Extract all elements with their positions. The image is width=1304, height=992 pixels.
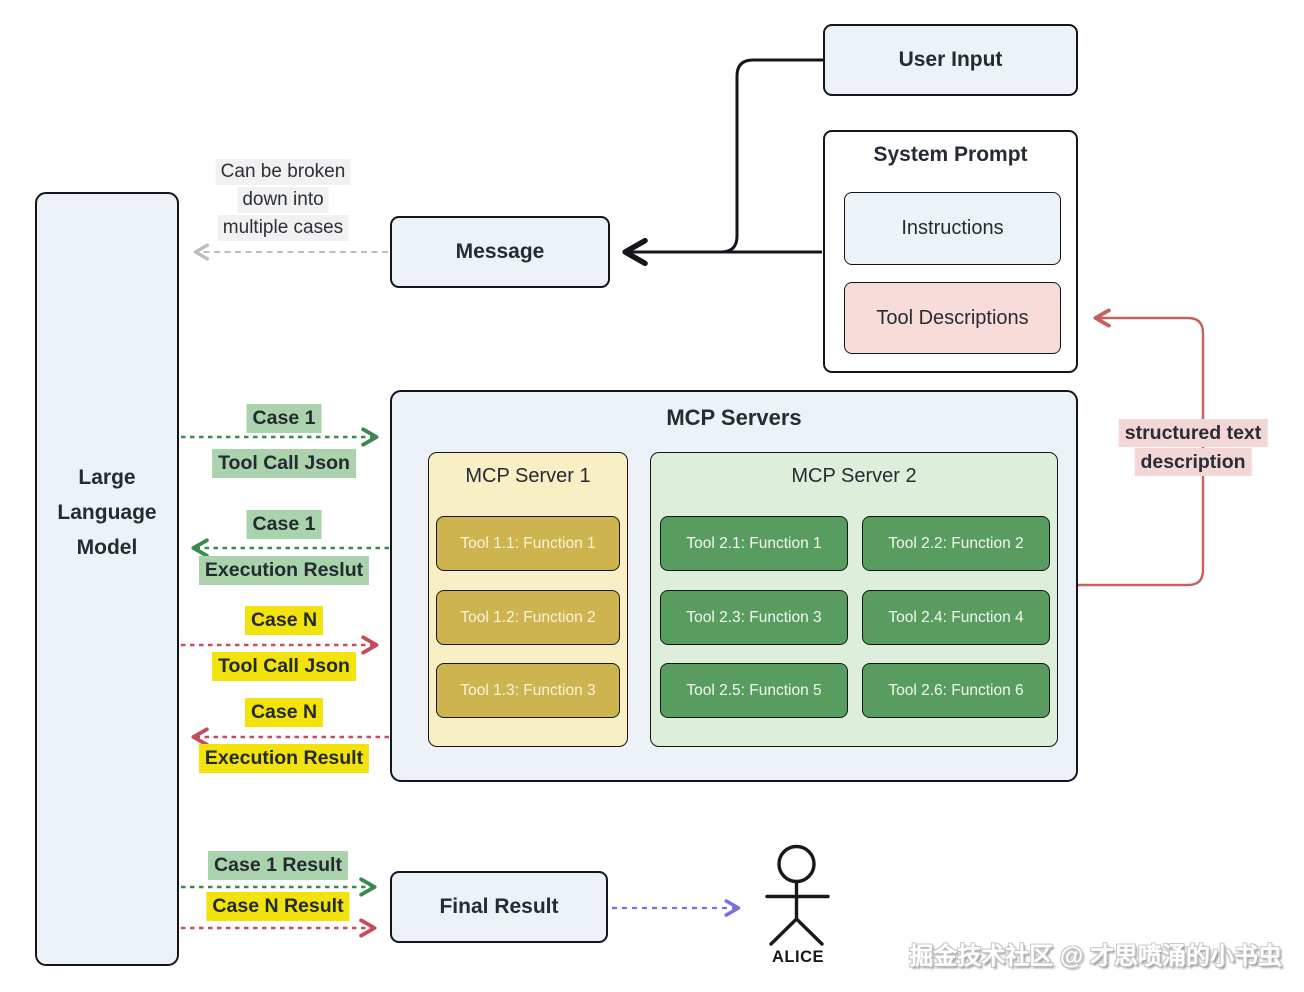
- llm-box: Large Language Model: [35, 192, 179, 966]
- actor-name-label: ALICE: [772, 948, 824, 966]
- tool-2-6: Tool 2.6: Function 6: [862, 663, 1050, 718]
- tool-2-1: Tool 2.1: Function 1: [660, 516, 848, 571]
- case1-return-payload-label: Execution Reslut: [198, 556, 370, 585]
- note-multiple-cases: Can be broken down into multiple cases: [215, 159, 351, 241]
- structured-text-label: structured text description: [1118, 419, 1268, 476]
- mcp-server1-panel: MCP Server 1 Tool 1.1: Function 1 Tool 1…: [428, 452, 628, 747]
- mcp-server1-title: MCP Server 1: [465, 465, 591, 487]
- instructions-label: Instructions: [901, 217, 1004, 239]
- tool-2-2: Tool 2.2: Function 2: [862, 516, 1050, 571]
- watermark: 掘金技术社区 @ 才思喷涌的小书虫: [909, 943, 1282, 970]
- caseN-call-payload-label: Tool Call Json: [212, 652, 356, 681]
- tool-1-3: Tool 1.3: Function 3: [436, 663, 620, 718]
- caseN-return-payload-label: Execution Result: [198, 744, 370, 773]
- final-result-box: Final Result: [390, 871, 608, 943]
- final-result-label: Final Result: [439, 895, 559, 918]
- mcp-servers-panel: MCP Servers MCP Server 1 Tool 1.1: Funct…: [390, 390, 1078, 782]
- user-input-box: User Input: [823, 24, 1078, 96]
- tool-1-1: Tool 1.1: Function 1: [436, 516, 620, 571]
- message-label: Message: [455, 240, 545, 263]
- message-box: Message: [390, 216, 610, 288]
- mcp-servers-title: MCP Servers: [666, 405, 802, 430]
- connector-user-input-elbow: [720, 58, 823, 254]
- system-prompt-title: System Prompt: [873, 143, 1028, 166]
- system-prompt-box: System Prompt Instructions Tool Descript…: [823, 130, 1078, 373]
- mcp-server2-title: MCP Server 2: [791, 465, 917, 487]
- case1-return-case-label: Case 1: [246, 510, 322, 539]
- tool-descriptions-label: Tool Descriptions: [876, 306, 1029, 329]
- tool-2-4: Tool 2.4: Function 4: [862, 590, 1050, 645]
- user-input-label: User Input: [898, 48, 1003, 71]
- tool-2-3: Tool 2.3: Function 3: [660, 590, 848, 645]
- actor-icon: [765, 844, 830, 946]
- case1-call-payload-label: Tool Call Json: [212, 449, 356, 478]
- caseN-return-case-label: Case N: [244, 698, 324, 727]
- tool-2-5: Tool 2.5: Function 5: [660, 663, 848, 718]
- instructions-box: Instructions: [844, 192, 1061, 265]
- case1-result-label: Case 1 Result: [208, 851, 348, 880]
- caseN-call-case-label: Case N: [244, 606, 324, 635]
- tool-descriptions-box: Tool Descriptions: [844, 282, 1061, 354]
- case1-call-case-label: Case 1: [246, 404, 322, 433]
- llm-label: Large Language Model: [57, 466, 157, 559]
- tool-1-2: Tool 1.2: Function 2: [436, 590, 620, 645]
- mcp-server2-panel: MCP Server 2 Tool 2.1: Function 1 Tool 2…: [650, 452, 1058, 747]
- caseN-result-label: Case N Result: [206, 892, 350, 921]
